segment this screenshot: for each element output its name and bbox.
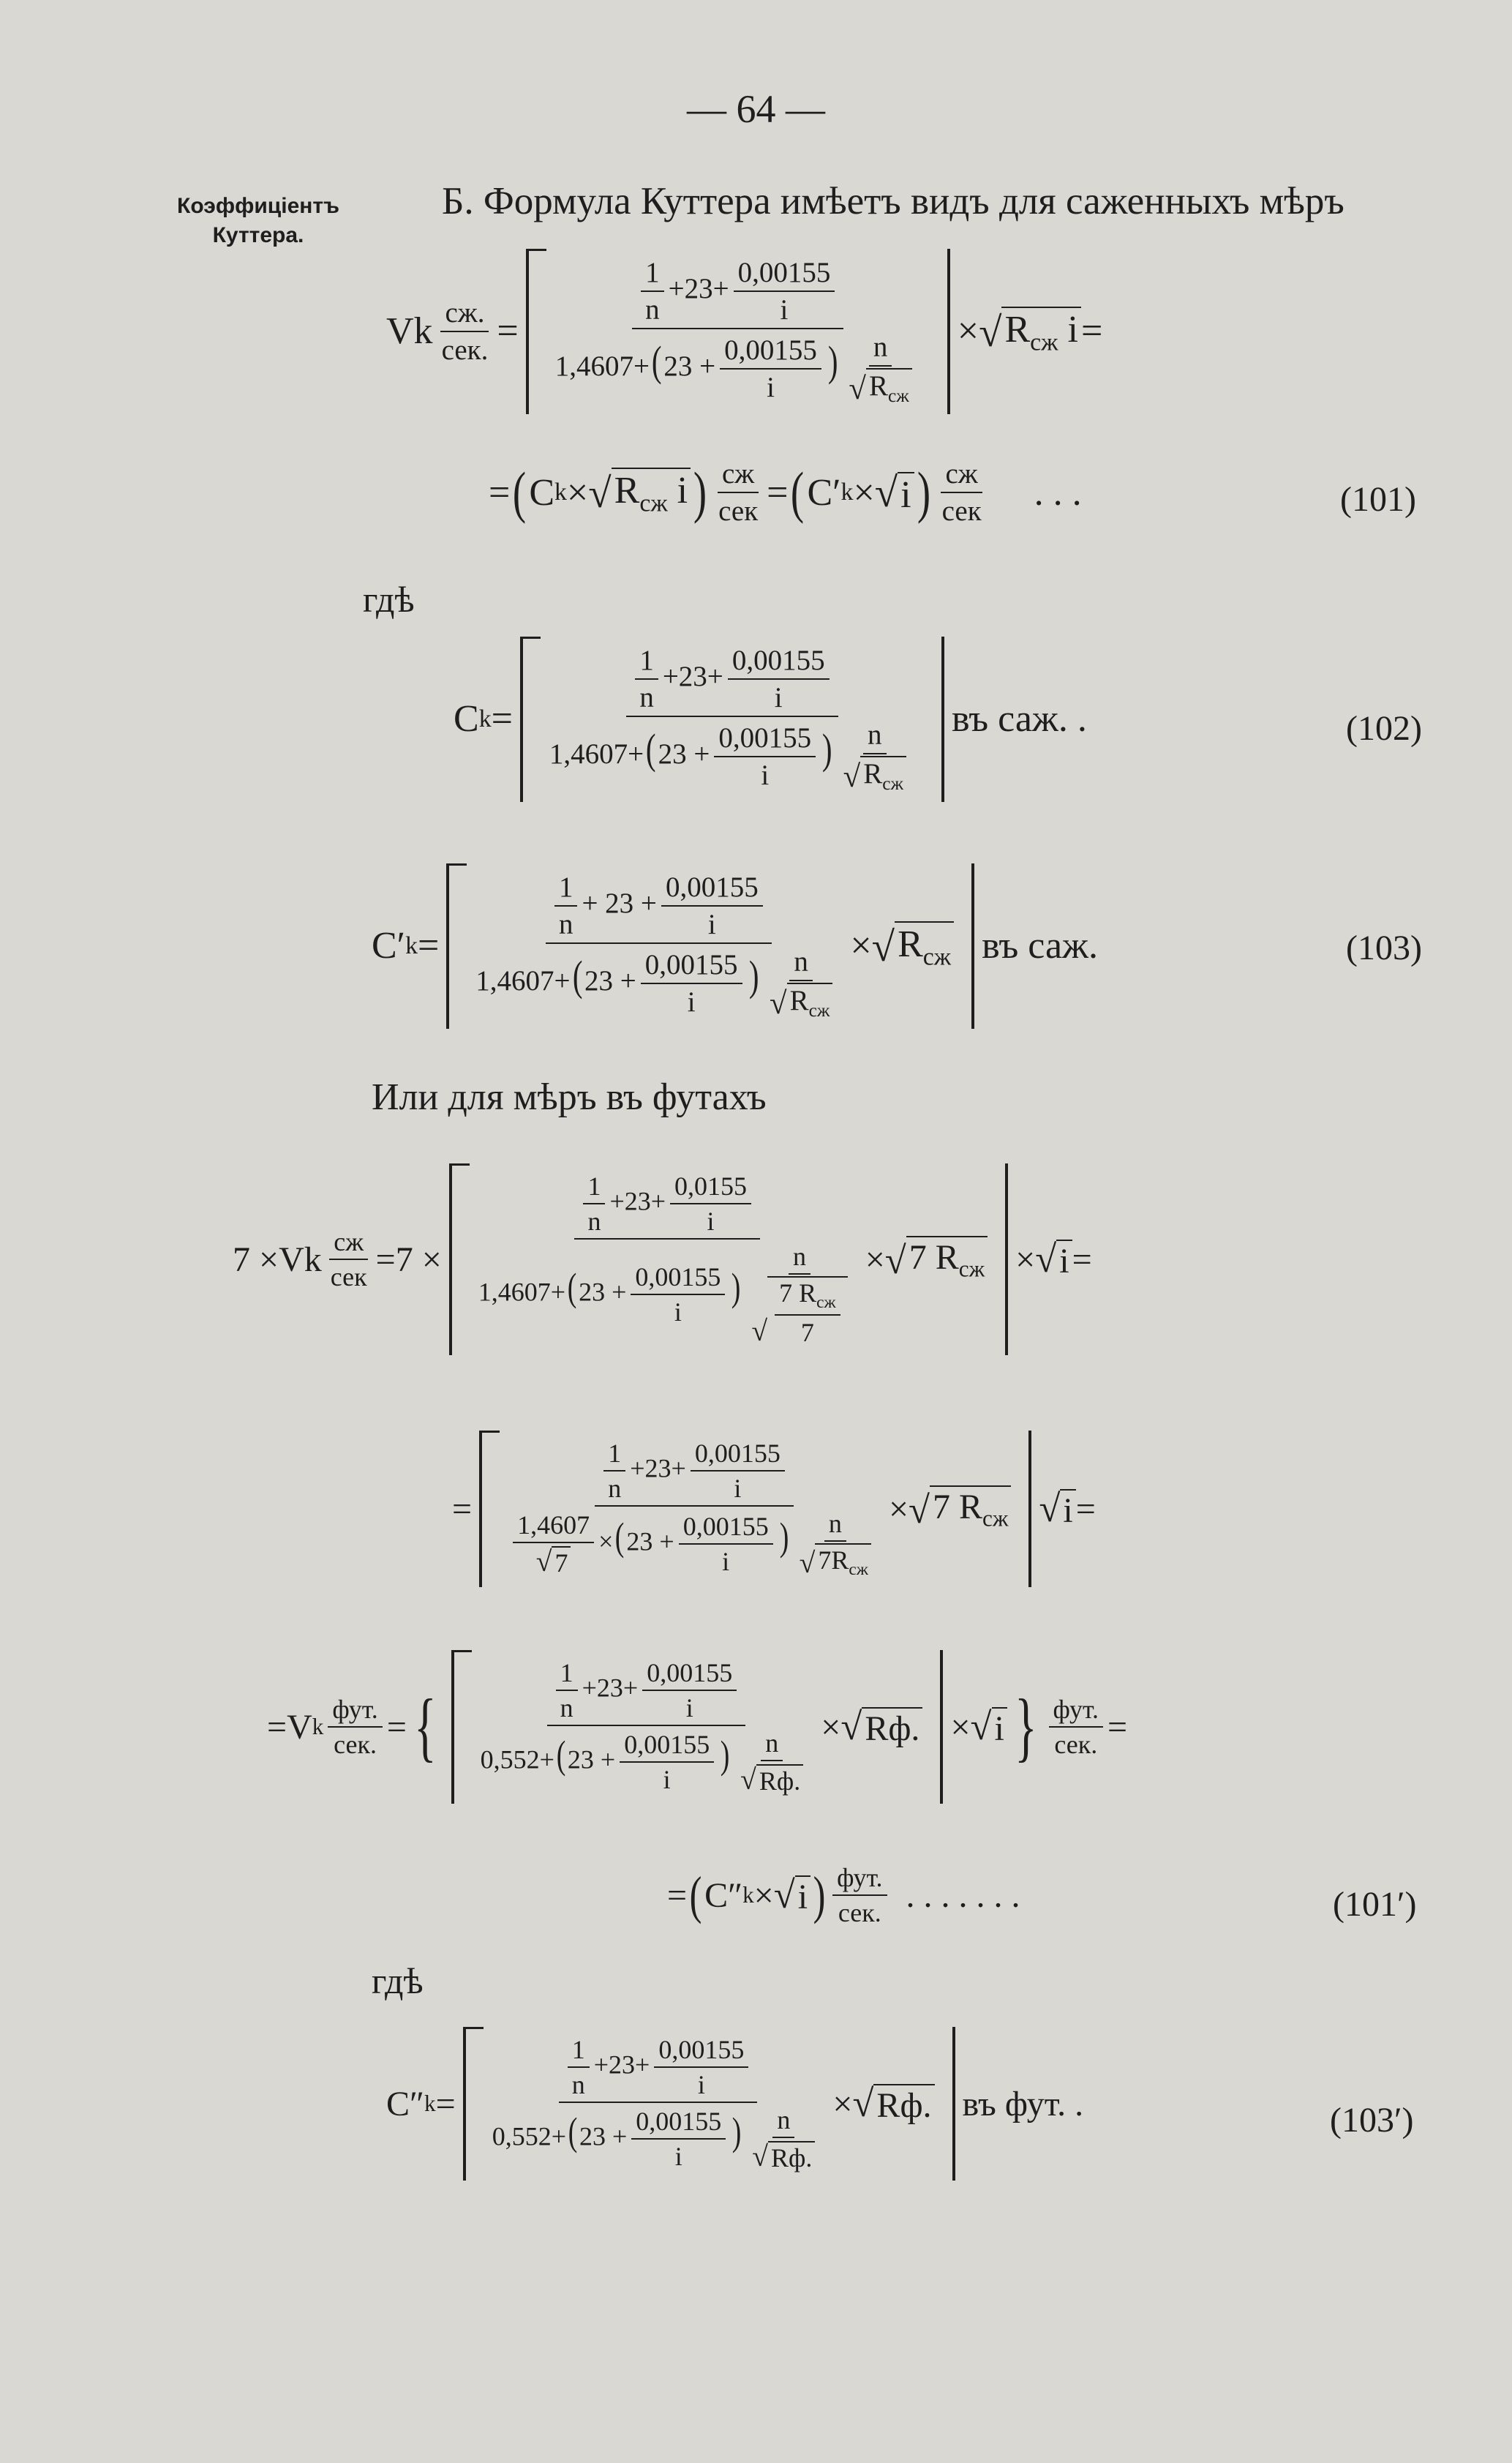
equation-number-101p: (101′) xyxy=(1333,1885,1417,1924)
margin-note: Коэффиціентъ Куттера. xyxy=(167,192,350,250)
equation-number-101: (101) xyxy=(1340,480,1416,519)
feet-equation-line-4: = (C″k ×√i) фут.сек. . . . . . . . xyxy=(667,1863,1020,1927)
equation-number-103p: (103′) xyxy=(1330,2101,1414,2140)
equation-number-102: (102) xyxy=(1346,709,1422,748)
unit-fraction: сж.сек. xyxy=(440,296,489,366)
equation-number-103: (103) xyxy=(1346,929,1422,967)
vk-symbol: Vk xyxy=(386,310,433,353)
page-number: — 64 — xyxy=(687,87,825,131)
where-label-1: гдѣ xyxy=(363,579,415,620)
margin-note-line-1: Коэффиціентъ xyxy=(177,194,339,218)
where-label-2: гдѣ xyxy=(372,1960,424,2001)
section-heading: Б. Формула Куттера имѣетъ видъ для сажен… xyxy=(442,180,1344,222)
margin-note-line-2: Куттера. xyxy=(212,223,304,247)
sqrt-r-i: √Rсж i xyxy=(979,306,1081,356)
feet-intro: Или для мѣръ въ футахъ xyxy=(372,1076,767,1118)
